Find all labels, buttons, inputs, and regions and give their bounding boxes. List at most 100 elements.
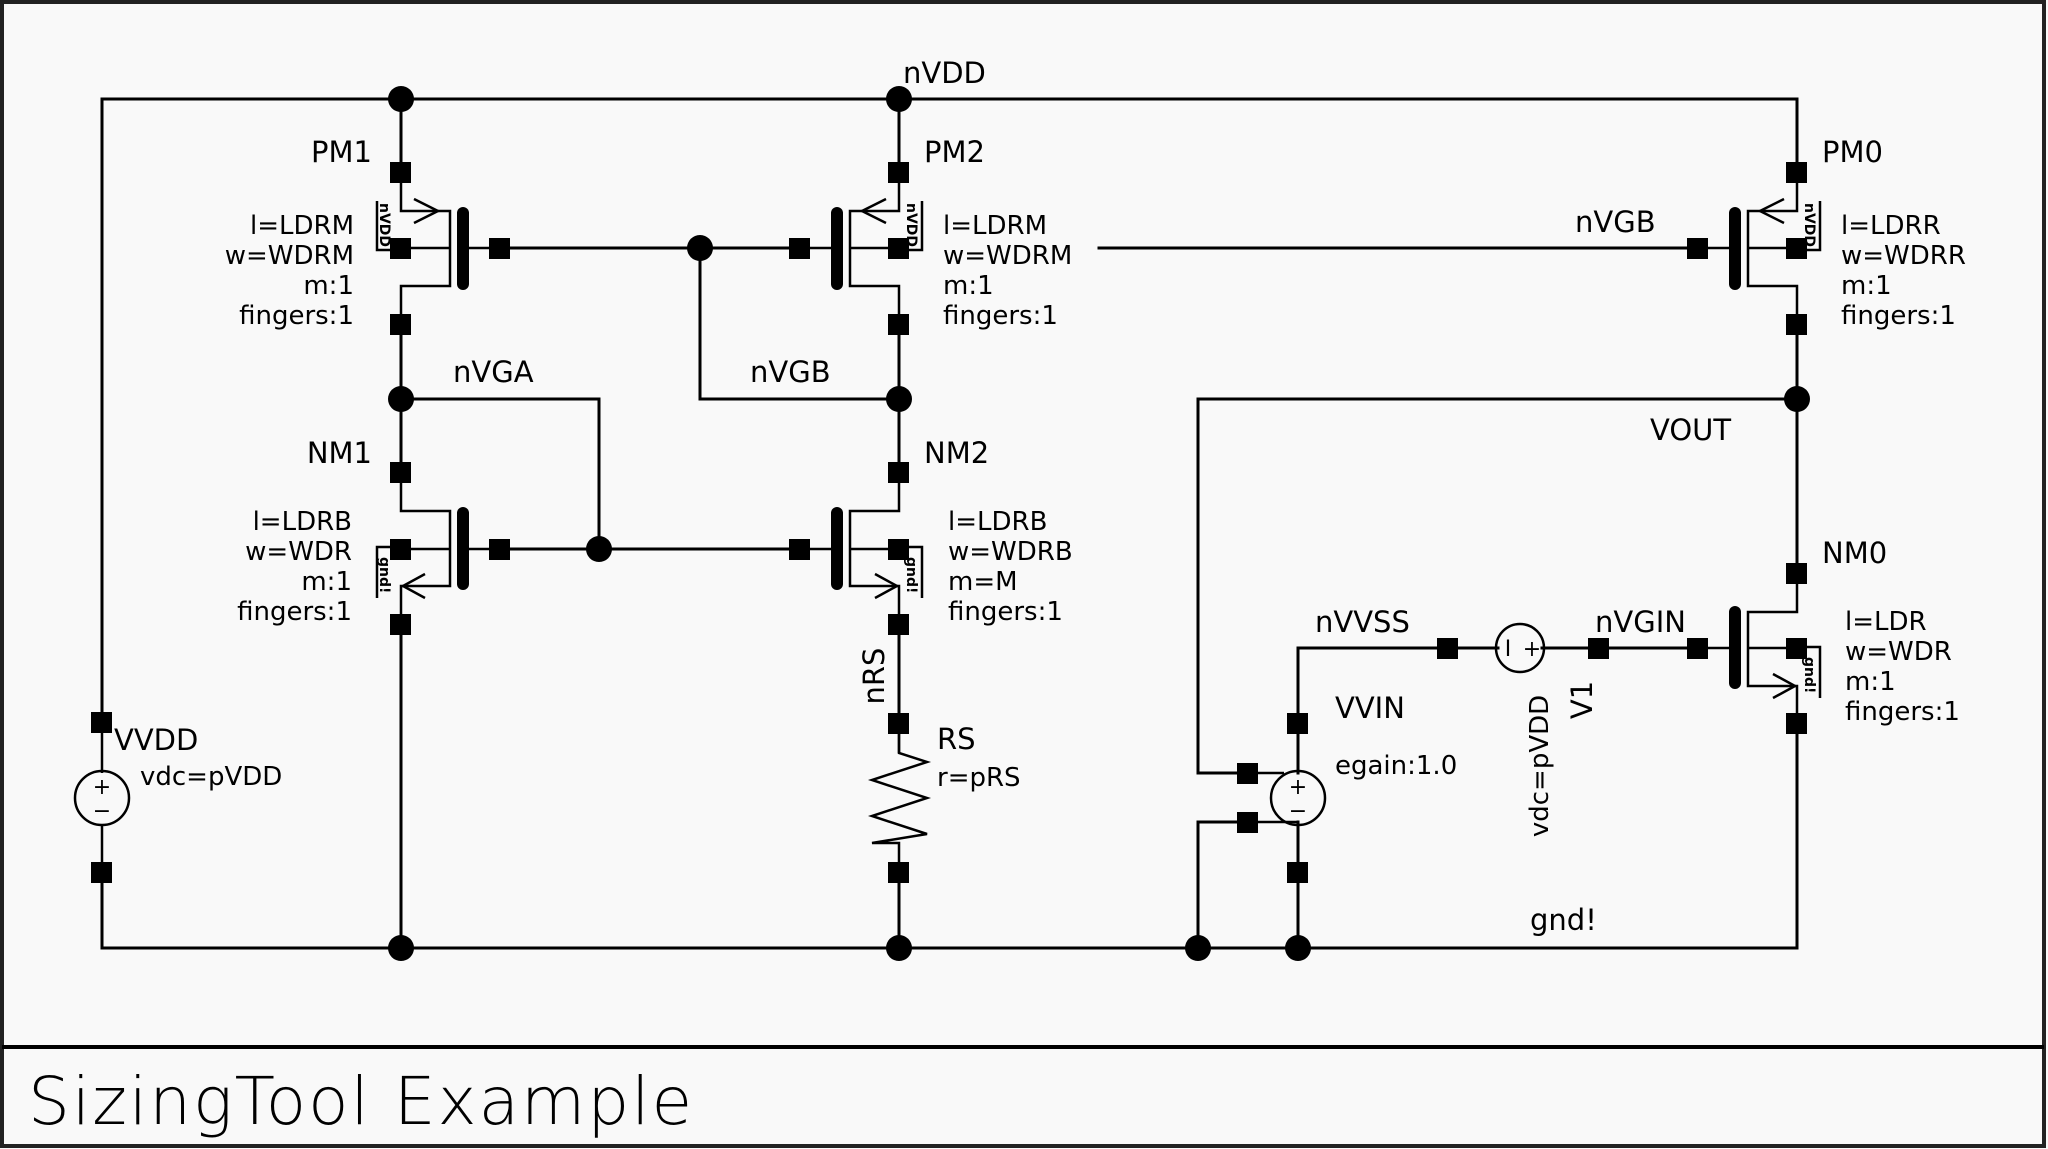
vvin-name: VVIN <box>1335 691 1405 725</box>
pin-source <box>1786 162 1807 183</box>
transistor-nm1[interactable]: gnd! NM1 l=LDRB w=WDR m:1 fingers:1 <box>237 436 510 635</box>
pin-gate <box>789 539 810 560</box>
sheet-title: SizingTool Example <box>28 1063 694 1140</box>
pin-bulk <box>1786 638 1807 659</box>
nm2-bulk-tag-box <box>909 545 924 598</box>
pm2-param-m: m:1 <box>943 271 994 301</box>
pm1-param-w: w=WDRM <box>225 241 354 271</box>
pin-minus <box>1437 638 1458 659</box>
transistor-nm2[interactable]: gnd! NM2 l=LDRB w=WDRB m=M fingers:1 <box>789 436 1073 635</box>
wire-vdd-rail <box>100 97 1799 724</box>
net-label-nvdd: nVDD <box>903 56 986 90</box>
nm2-arrow <box>874 572 900 600</box>
net-label-nvgb-right: nVGB <box>1575 205 1656 239</box>
vvdd-name: VVDD <box>114 723 198 757</box>
pin-source <box>1786 713 1807 734</box>
nm1-param-w: w=WDR <box>245 537 352 567</box>
plus-sign: + <box>1289 775 1307 800</box>
pm2-bulk-tag-box <box>909 201 924 252</box>
pin-ctrl-plus <box>1237 763 1258 784</box>
pm0-param-w: w=WDRR <box>1841 241 1966 271</box>
transistor-pm0[interactable]: nVDD PM0 l=LDRR w=WDRR m:1 fingers:1 <box>1687 135 1966 335</box>
net-label-nvga: nVGA <box>453 355 534 389</box>
nm1-name: NM1 <box>307 436 372 470</box>
pm2-param-w: w=WDRM <box>943 241 1072 271</box>
nm0-bulk-tag: gnd! <box>1801 657 1817 693</box>
pin-gate <box>789 238 810 259</box>
pin-bulk <box>1786 238 1807 259</box>
transistor-pm2[interactable]: nVDD PM2 l=LDRM w=WDRM m:1 fingers:1 <box>789 135 1072 335</box>
net-label-vout: VOUT <box>1650 413 1731 447</box>
pm0-name: PM0 <box>1822 135 1883 169</box>
pm1-name: PM1 <box>311 135 372 169</box>
transistor-nm0[interactable]: gnd! NM0 l=LDR w=WDR m:1 fingers:1 <box>1687 536 1960 734</box>
net-label-gnd: gnd! <box>1530 903 1597 937</box>
nm2-param-w: w=WDRB <box>948 537 1073 567</box>
transistor-pm1[interactable]: nVDD PM1 l=LDRM w=WDRM m:1 fingers:1 <box>225 135 510 335</box>
nm1-bulk-tag: gnd! <box>376 557 392 593</box>
junction-dot <box>1285 935 1311 961</box>
wire-vvss <box>1296 646 1450 725</box>
nm0-param-w: w=WDR <box>1845 637 1952 667</box>
wire-nvgb-diode <box>698 246 901 401</box>
wire-nvga-diode <box>399 397 601 551</box>
minus-sign: − <box>1289 799 1307 824</box>
wire-vcvs-ctrl-minus <box>1196 820 1250 950</box>
pm0-param-fingers: fingers:1 <box>1841 301 1956 331</box>
pin-drain <box>888 462 909 483</box>
pin-plus <box>888 713 909 734</box>
pin-drain <box>1786 563 1807 584</box>
pm0-bulk-tag-box <box>1807 201 1822 252</box>
source-v1[interactable]: I + V1 vdc=pVDD <box>1437 622 1609 837</box>
nm2-bulk-tag: gnd! <box>903 557 919 593</box>
pin-minus <box>888 862 909 883</box>
pm1-bulk-tag-box <box>375 201 390 252</box>
pin-gate <box>489 539 510 560</box>
nm1-param-l: l=LDRB <box>253 507 352 537</box>
plus-sign: + <box>93 775 111 800</box>
rs-param-r: r=pRS <box>937 763 1021 793</box>
junction-dot <box>388 935 414 961</box>
junctions <box>388 86 1810 961</box>
source-vvdd[interactable]: + − VVDD vdc=pVDD <box>73 712 282 883</box>
net-labels: nVDD nVGA nVGB nVGB VOUT nVVSS nVGIN nRS… <box>453 56 1731 937</box>
v1-param-vdc: vdc=pVDD <box>1525 695 1555 837</box>
pin-drain <box>390 314 411 335</box>
nm1-param-m: m:1 <box>301 567 352 597</box>
pin-plus <box>1287 713 1308 734</box>
junction-dot <box>1185 935 1211 961</box>
pm1-param-fingers: fingers:1 <box>239 301 354 331</box>
nm2-param-l: l=LDRB <box>948 507 1047 537</box>
pin-drain <box>888 314 909 335</box>
junction-dot <box>586 536 612 562</box>
nm2-param-m: m=M <box>948 567 1018 597</box>
wire-gnd-rail <box>100 721 1799 950</box>
pm0-arrow <box>1757 197 1785 225</box>
pin-bulk <box>888 238 909 259</box>
pm1-bulk-tag: nVDD <box>376 203 392 247</box>
pm2-bulk-tag: nVDD <box>903 203 919 247</box>
net-label-nvgb: nVGB <box>750 355 831 389</box>
nm0-param-l: l=LDR <box>1845 607 1927 637</box>
pin-plus <box>91 712 112 733</box>
pm2-name: PM2 <box>924 135 985 169</box>
vcvs-vvin[interactable]: + − VVIN egain:1.0 <box>1237 691 1457 883</box>
nm0-name: NM0 <box>1822 536 1887 570</box>
rs-name: RS <box>937 722 976 756</box>
v1-source-icon <box>1494 622 1546 674</box>
pm1-param-m: m:1 <box>303 271 354 301</box>
vvin-ctrl-leads <box>1258 771 1298 824</box>
plus-sign: + <box>1523 637 1541 662</box>
net-label-nvgin: nVGIN <box>1595 605 1686 639</box>
nm0-arrow <box>1772 672 1798 700</box>
junction-dot <box>886 386 912 412</box>
pin-bulk <box>888 539 909 560</box>
junction-dot <box>687 235 713 261</box>
resistor-rs[interactable]: RS r=pRS <box>867 713 1021 883</box>
vvdd-param-vdc: vdc=pVDD <box>140 762 282 792</box>
pm2-param-l: l=LDRM <box>943 211 1047 241</box>
pm0-bulk-tag: nVDD <box>1801 203 1817 247</box>
minus-sign: I <box>1505 637 1512 662</box>
pm2-param-fingers: fingers:1 <box>943 301 1058 331</box>
nm0-bulk-tag-box <box>1807 645 1822 698</box>
